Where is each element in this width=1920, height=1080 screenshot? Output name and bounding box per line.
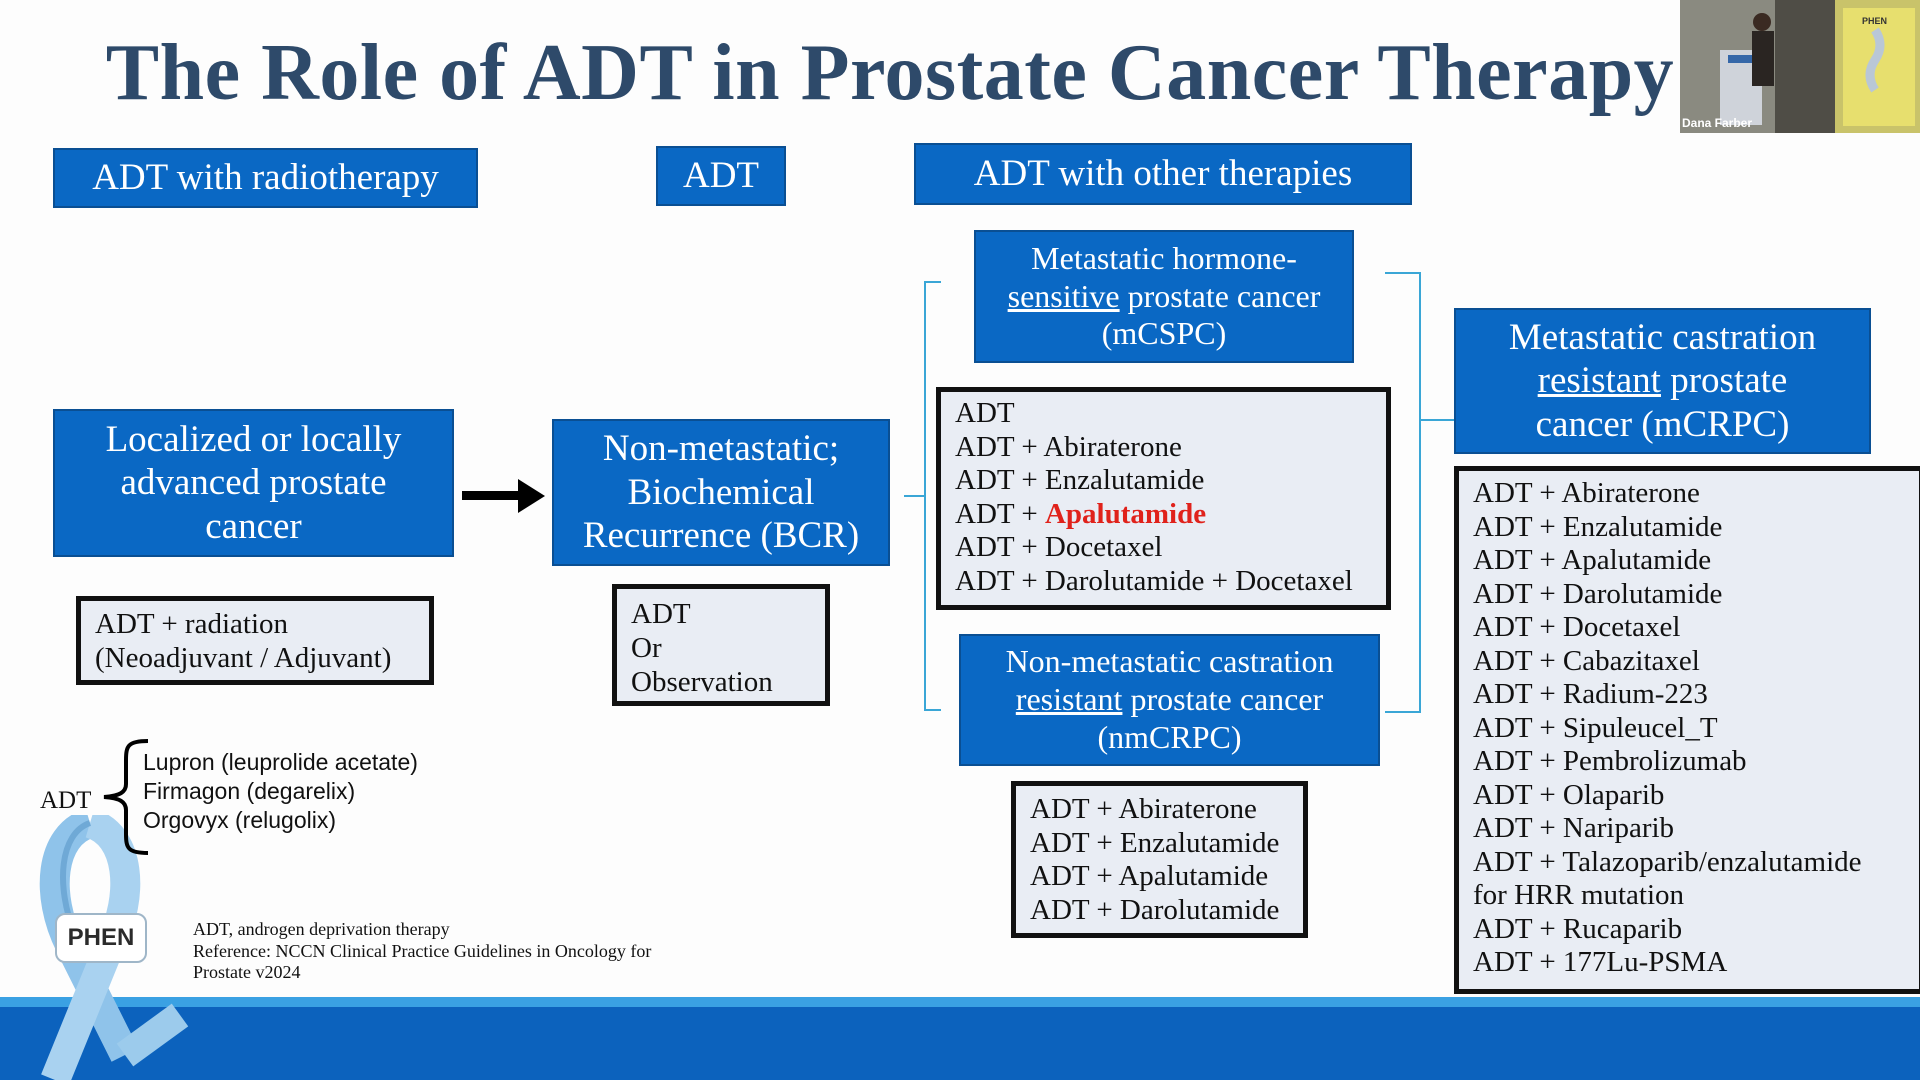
stage-mcspc-underlined: sensitive [1007, 277, 1120, 314]
header-adt-with-radiotherapy: ADT with radiotherapy [53, 148, 478, 208]
stage-mcspc-text-2: prostate cancer (mCSPC) [1101, 277, 1321, 352]
arrow-right-icon [518, 479, 545, 513]
footnote: ADT, androgen deprivation therapy Refere… [193, 919, 713, 984]
stage-bcr-label: Non-metastatic; Biochemical Recurrence (… [582, 428, 860, 557]
stage-bcr: Non-metastatic; Biochemical Recurrence (… [552, 419, 890, 566]
stage-nmcrpc-underlined: resistant [1015, 681, 1123, 718]
list-item: ADT + radiation [95, 608, 289, 640]
list-item: ADT [955, 397, 1015, 429]
list-item: Orgovyx (relugolix) [143, 807, 336, 833]
stage-nmcrpc-text-1: Non-metastatic castration [1005, 643, 1334, 680]
list-item: ADT + Nariparib [1473, 812, 1675, 844]
stage-nmcrpc: Non-metastatic castration resistant pros… [959, 634, 1380, 766]
webcam-scene [1680, 0, 1920, 133]
list-item: Firmagon (degarelix) [143, 778, 356, 804]
adt-drugs-label: ADT [40, 787, 92, 814]
webcam-banner-text: PHEN [1862, 16, 1888, 26]
list-item: ADT + Cabazitaxel [1473, 644, 1700, 677]
list-item: ADT + Darolutamide [1473, 577, 1723, 610]
radiation-box: ADT + radiation (Neoadjuvant / Adjuvant) [76, 596, 434, 685]
list-item: ADT + Rucaparib [1473, 912, 1683, 945]
list-item: ADT + Apalutamide [1473, 544, 1712, 576]
list-item: ADT + Darolutamide [1030, 893, 1280, 926]
phen-logo: PHEN [55, 913, 147, 963]
list-item: ADT + Abiraterone [1473, 477, 1700, 509]
nmcrpc-box: ADT + Abiraterone ADT + Enzalutamide ADT… [1011, 781, 1308, 938]
bcr-box: ADT Or Observation [612, 584, 830, 706]
mcrpc-box: ADT + Abiraterone ADT + Enzalutamide ADT… [1454, 466, 1920, 994]
right-connector [1385, 272, 1454, 713]
list-item: ADT + Darolutamide + Docetaxel [955, 564, 1353, 597]
stage-mcspc-text-1: Metastatic hormone- [1031, 239, 1297, 276]
arrow-shaft [462, 491, 522, 500]
list-item: ADT + Docetaxel [955, 531, 1163, 563]
stage-nmcrpc-text-2: prostate cancer (nmCRPC) [1097, 681, 1324, 755]
list-item: ADT + 177Lu-PSMA [1473, 946, 1728, 978]
stage-mcspc: Metastatic hormone- sensitive prostate c… [974, 230, 1354, 363]
footer-band-dark [0, 1007, 1920, 1080]
webcam-thumbnail: Dana Farber PHEN [1680, 0, 1920, 133]
mcspc-box: ADT ADT + Abiraterone ADT + Enzalutamide… [936, 387, 1391, 610]
list-item: Lupron (leuprolide acetate) [143, 749, 418, 775]
list-item: ADT + Enzalutamide [955, 464, 1205, 496]
header-adt: ADT [656, 146, 786, 206]
list-item: ADT + Docetaxel [1473, 611, 1681, 643]
header-adt-with-other-therapies: ADT with other therapies [914, 143, 1412, 205]
list-item: (Neoadjuvant / Adjuvant) [95, 642, 392, 674]
adt-drug-list: Lupron (leuprolide acetate) Firmagon (de… [143, 748, 418, 835]
footer-band-light [0, 997, 1920, 1007]
footnote-line: ADT, androgen deprivation therapy [193, 919, 450, 939]
list-item: ADT + Abiraterone [955, 430, 1182, 463]
list-item: ADT + Olaparib [1473, 778, 1665, 811]
stage-mcrpc-underlined: resistant [1537, 360, 1661, 402]
footnote-line: Prostate v2024 [193, 962, 301, 982]
list-item: ADT + Pembrolizumab [1473, 745, 1747, 777]
webcam-caption: Dana Farber [1682, 116, 1753, 130]
stage-mcrpc: Metastatic castration resistant prostate… [1454, 308, 1871, 454]
list-item: for HRR mutation [1473, 879, 1685, 911]
slide-title: The Role of ADT in Prostate Cancer Thera… [105, 29, 1675, 117]
list-item: ADT [631, 598, 691, 630]
list-item: ADT + Sipuleucel_T [1473, 711, 1718, 744]
list-item: ADT + Radium-223 [1473, 678, 1708, 710]
list-item: ADT + Talazoparib/enzalutamide [1473, 845, 1862, 878]
list-item: ADT + Apalutamide [1030, 860, 1269, 892]
list-item-prefix: ADT + [955, 497, 1045, 530]
highlighted-drug: Apalutamide [1044, 497, 1207, 530]
stage-mcrpc-text-1: Metastatic castration [1508, 316, 1817, 358]
list-item: Observation [631, 666, 773, 698]
list-item: Or [631, 632, 662, 664]
list-item: ADT + Apalutamide [955, 498, 1372, 532]
footnote-line: Reference: NCCN Clinical Practice Guidel… [193, 940, 652, 961]
list-item: ADT + Abiraterone [1030, 793, 1257, 825]
list-item: ADT + Enzalutamide [1030, 826, 1280, 859]
stage-localized: Localized or locally advanced prostate c… [53, 409, 454, 557]
curly-brace-icon [103, 739, 149, 855]
list-item: ADT + Enzalutamide [1473, 510, 1723, 543]
stage-mcrpc-text-2: prostate cancer (mCRPC) [1535, 360, 1790, 445]
stage-localized-label: Localized or locally advanced prostate c… [105, 418, 402, 547]
